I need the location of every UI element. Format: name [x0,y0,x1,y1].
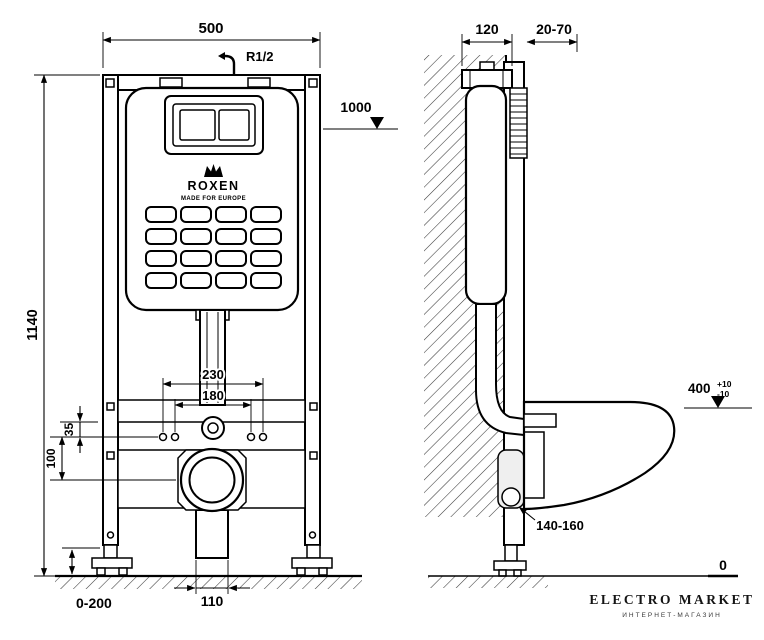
flush-button-small [218,109,250,141]
wall-bracket [461,61,513,89]
front-height-dimension: 1140 [25,74,100,577]
cistern-rib-grid [145,206,282,289]
outlet-duct [195,509,229,559]
front-view: ROXEN MADE FOR EUROPE [55,52,362,589]
dim-label-wall-gap: 20-70 [536,21,572,37]
dim-label-width: 500 [198,20,223,37]
dim-label-height: 1140 [25,309,41,340]
dim-label-tol-plus: +10 [717,379,732,389]
depth-dimension: 120 [461,21,513,66]
crown-icon [204,164,223,177]
flush-button-large [179,109,216,141]
cistern-side [464,84,508,306]
frame-bolt-hole [308,78,318,88]
svg-text:400+10-10: 400 +10-10 [688,379,732,399]
dim-label-bowl-height: 400 [688,381,711,396]
front-width-dimension: 500 [102,20,321,68]
drain-bend [497,449,525,509]
dim-label-offset-35: 35 [62,423,76,437]
offset-35-dimension: 35 [50,406,158,453]
level-triangle-icon [370,117,384,129]
dim-label-depth: 120 [475,21,499,37]
brand-name: ROXEN [188,179,240,193]
water-inlet-tap-icon [218,52,236,75]
frame-bolt-hole [105,78,115,88]
side-view [424,55,738,588]
level-triangle-icon [711,396,725,408]
flush-pipe [195,309,230,440]
adjustment-rack [509,87,528,159]
offset-100-dimension: 100 [44,436,176,481]
dim-label-outlet-width: 110 [201,593,224,609]
floor-side [428,574,738,588]
dim-label-drain-height: 140-160 [536,518,584,533]
drain-height-dimension: 140-160 [518,506,584,533]
watermark-subtitle: ИНТЕРНЕТ-МАГАЗИН [622,612,722,619]
dim-label-tol-minus: -10 [717,389,730,399]
bowl-trap [524,431,545,499]
flush-level-mark: 1000 [323,99,398,130]
watermark-title: ELECTRO MARKET [589,592,754,607]
bolt-outer-dimension: 230 [162,365,264,432]
bowl-inlet-stub [523,413,557,428]
mounting-frame [102,74,321,546]
dim-label-floor-level: 0 [719,557,727,573]
dimensions: 500 R1/2 1140 1000 230 18 [25,20,752,611]
side-foot [493,544,527,577]
dim-label-bolt-inner: 180 [202,388,224,403]
dim-label-leg-adjust: 0-200 [76,595,112,611]
flush-plate [164,95,264,155]
cistern: ROXEN MADE FOR EUROPE [124,86,300,312]
dim-label-thread: R1/2 [246,49,273,64]
brand-tagline: MADE FOR EUROPE [181,196,246,202]
bowl-height-level: 400 +10-10 [684,379,752,409]
watermark-logo: ELECTRO MARKET ИНТЕРНЕТ-МАГАЗИН [589,592,754,619]
dim-label-bolt-outer: 230 [202,367,224,382]
wall-gap-dimension: 20-70 [526,21,578,52]
toilet-bowl [522,400,676,511]
leg-adjust-dimension: 0-200 [62,547,112,611]
waste-outlet-flange [177,447,247,559]
floor-front [55,574,362,589]
dim-label-flush-level: 1000 [340,99,371,115]
outlet-width-dimension: 110 [174,560,250,609]
dim-label-offset-100: 100 [44,448,58,468]
bowl-bolt-holes [158,432,268,442]
bolt-inner-dimension: 180 [174,386,252,432]
